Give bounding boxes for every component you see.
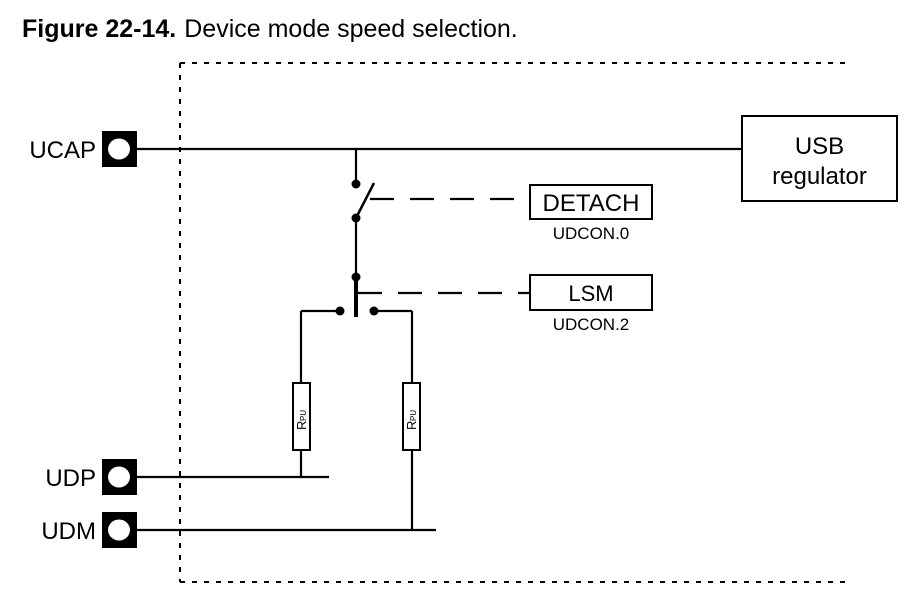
- svg-text:PU: PU: [409, 410, 418, 421]
- detach-switch: [351, 179, 530, 223]
- svg-text:PU: PU: [299, 410, 308, 421]
- lsm-switch: [335, 272, 530, 317]
- figure-number: Figure 22-14.: [22, 15, 176, 43]
- svg-text:USB: USB: [795, 133, 844, 160]
- pin-ucap: UCAP: [29, 131, 137, 167]
- detach-register-label: UDCON.0: [553, 224, 630, 243]
- svg-text:LSM: LSM: [568, 281, 613, 306]
- resistor-left: R PU: [292, 382, 311, 451]
- svg-text:R: R: [404, 421, 419, 430]
- pin-udm: UDM: [41, 512, 137, 548]
- figure-title: Figure 22-14. Device mode speed selection…: [22, 15, 518, 43]
- svg-text:UCAP: UCAP: [29, 137, 96, 164]
- figure-caption: Device mode speed selection.: [184, 15, 518, 43]
- svg-text:regulator: regulator: [772, 163, 867, 190]
- lsm-block: LSM UDCON.2: [529, 274, 653, 334]
- usb-regulator-block: USB regulator: [741, 115, 898, 202]
- wires: [136, 147, 742, 532]
- lsm-register-label: UDCON.2: [553, 315, 630, 334]
- resistor-right: R PU: [402, 382, 421, 451]
- svg-text:UDM: UDM: [41, 518, 96, 545]
- svg-text:DETACH: DETACH: [543, 190, 640, 217]
- svg-text:R: R: [294, 421, 309, 430]
- detach-block: DETACH UDCON.0: [529, 184, 653, 243]
- svg-text:UDP: UDP: [45, 465, 96, 492]
- pin-udp: UDP: [45, 459, 137, 495]
